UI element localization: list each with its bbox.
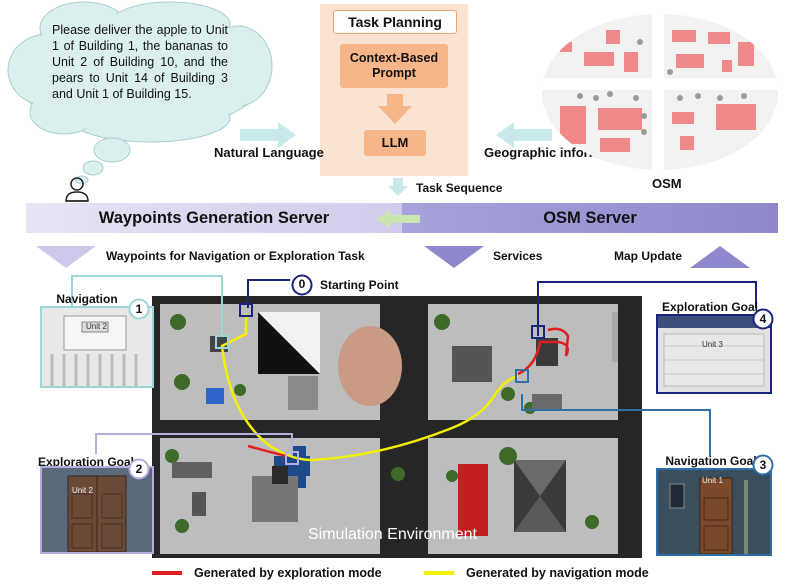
simulation-environment-map: [152, 296, 642, 558]
badge-3: [752, 454, 774, 476]
arrow-down-icon: [378, 94, 412, 124]
goal-2-label: Exploration Goal: [37, 455, 134, 469]
legend-navigation-swatch: [424, 571, 454, 575]
badge-0-text: 0: [298, 277, 306, 291]
task-sequence-label: Task Sequence: [416, 181, 503, 195]
natural-language-label: Natural Language: [214, 145, 324, 160]
goal-marker-3: [515, 369, 529, 383]
navigation-path: [220, 314, 519, 462]
arrow-down-icon: [388, 178, 408, 196]
services-label: Services: [493, 249, 543, 263]
legend-exploration-swatch: [152, 571, 182, 575]
badge-2: [128, 458, 150, 480]
goal-4-label: Exploration Goal: [662, 300, 759, 314]
context-prompt-box: Context-Based Prompt: [340, 44, 448, 88]
arrow-left-icon: [376, 210, 420, 228]
badge-4-text: 4: [759, 312, 767, 326]
badge-2-text: 2: [135, 462, 143, 476]
osm-label: OSM: [652, 176, 682, 191]
starting-point-label: Starting Point: [320, 278, 399, 292]
goal-4-door-text: Unit 3: [702, 340, 723, 349]
instruction-text: Please deliver the apple to Unit 1 of Bu…: [52, 23, 228, 101]
waypoints-server: Waypoints Generation Server: [98, 209, 330, 227]
user-icon: [65, 177, 89, 202]
door-image: [669, 477, 748, 555]
arrow-right-icon: [240, 122, 296, 148]
start-marker: [239, 303, 253, 317]
waypoints-task-label: Waypoints for Navigation or Exploration …: [106, 249, 365, 263]
badge-1: [128, 298, 150, 320]
simulation-environment-label: Simulation Environment: [308, 526, 477, 543]
osm-map: [540, 12, 780, 172]
llm-box: LLM: [364, 130, 426, 156]
goal-1-door-text: Unit 2: [86, 322, 107, 331]
legend-navigation-label: Generated by navigation mode: [466, 566, 649, 580]
goal-4-thumbnail: [656, 314, 772, 394]
osm-map-image: [542, 14, 778, 170]
goal-3-thumbnail: [656, 468, 772, 556]
badge-0: [291, 274, 313, 296]
arrow-left-icon: [496, 122, 552, 148]
server-bar: [26, 203, 778, 233]
door-image: [67, 475, 127, 553]
goal-2-door-text: Unit 2: [72, 486, 93, 495]
map-update-label: Map Update: [614, 249, 683, 263]
badge-3-text: 3: [759, 458, 767, 472]
task-planning-title: Task Planning: [333, 10, 457, 34]
goal-2-thumbnail: [40, 466, 154, 554]
goal-3-label: Navigation Goal: [665, 454, 757, 468]
badge-4: [752, 308, 774, 330]
goal-marker-1: [215, 335, 229, 349]
context-prompt-label: Context-Based Prompt: [349, 51, 439, 80]
door-image: [658, 316, 770, 387]
badge-1-text: 1: [135, 302, 143, 316]
goal-1-thumbnail: [40, 306, 154, 388]
goal-3-door-text: Unit 1: [702, 476, 723, 485]
thought-cloud-icon: [7, 1, 273, 185]
arrow-down-icon: [36, 246, 96, 268]
osm-server: OSM Server: [543, 209, 637, 227]
legend-exploration-label: Generated by exploration mode: [194, 566, 382, 580]
arrow-down-icon: [424, 246, 484, 268]
arrow-up-icon: [690, 246, 750, 268]
door-image: [50, 315, 138, 386]
